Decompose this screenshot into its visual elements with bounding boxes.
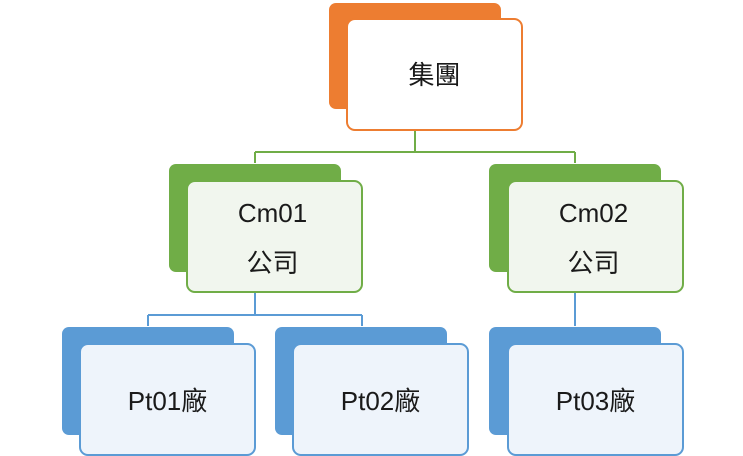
node-company-cm02-line1: Cm02 — [559, 198, 628, 228]
node-plant-pt02-box — [292, 343, 469, 456]
node-root: 集團 — [329, 3, 523, 131]
node-root-box — [346, 18, 523, 131]
node-plant-pt02: Pt02廠 — [275, 327, 469, 456]
node-company-cm02: Cm02 公司 — [489, 164, 684, 293]
node-root-label: 集團 — [408, 60, 460, 90]
root-connectors — [254, 130, 576, 163]
node-plant-pt01-box — [79, 343, 256, 456]
node-plant-pt01: Pt01廠 — [62, 327, 256, 456]
node-company-cm01-line2: 公司 — [246, 248, 298, 278]
node-plant-pt03-box — [507, 343, 684, 456]
node-company-cm02-line2: 公司 — [567, 248, 619, 278]
node-company-cm02-box — [507, 180, 684, 293]
node-company-cm01: Cm01 公司 — [169, 164, 363, 293]
node-company-cm01-box — [186, 180, 363, 293]
node-plant-pt02-label: Pt02廠 — [341, 386, 421, 416]
node-company-cm01-line1: Cm01 — [238, 198, 307, 228]
company-connectors — [147, 292, 576, 326]
node-plant-pt03: Pt03廠 — [489, 327, 684, 456]
node-plant-pt01-label: Pt01廠 — [128, 386, 208, 416]
node-plant-pt03-label: Pt03廠 — [556, 386, 636, 416]
